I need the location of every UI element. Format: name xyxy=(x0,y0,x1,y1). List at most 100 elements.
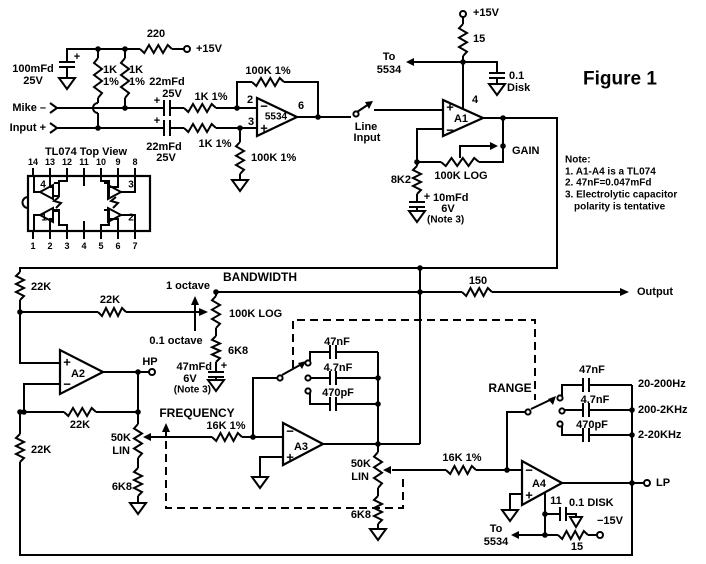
opamp-minus-sign: − xyxy=(286,424,294,439)
resistor-1k-b xyxy=(119,57,131,99)
tl074-pin11: 11 xyxy=(79,157,89,167)
figure-title: Figure 1 xyxy=(583,69,657,90)
resistor-1k-a xyxy=(92,57,104,99)
label-plus15v: +15V xyxy=(196,43,223,55)
cap-plus-sign: + xyxy=(424,191,430,203)
to-5534-arrow-top xyxy=(406,58,414,66)
label-c47m-v: 6V xyxy=(183,373,197,385)
label-c22a: 22mFd xyxy=(149,76,184,88)
label-tl074-title: TL074 Top View xyxy=(45,146,128,158)
label-output: Output xyxy=(637,286,673,298)
plus15v-terminal-a1 xyxy=(459,10,467,18)
tl074-pin9: 9 xyxy=(115,157,120,167)
label-c100v: 25V xyxy=(23,75,43,87)
cap-plus-sign: + xyxy=(74,51,80,63)
label-line-input-plus: Input + xyxy=(10,122,46,134)
label-minus15v: −15V xyxy=(597,515,624,527)
label-r100k-gnd: 100K 1% xyxy=(251,152,296,164)
label-r6k8-a: 6K8 xyxy=(228,345,248,357)
line-input-jack xyxy=(352,110,360,118)
capacitors xyxy=(59,61,590,521)
resistor-6k8-b xyxy=(131,467,145,497)
ground-icon xyxy=(500,509,520,523)
label-bw-pot: 100K LOG xyxy=(229,308,282,320)
tl074-pin12: 12 xyxy=(62,157,72,167)
cap-470pf-range xyxy=(582,428,590,442)
label-pin11: 11 xyxy=(550,495,562,507)
opamp-a1 xyxy=(441,98,486,138)
tl074-pin7: 7 xyxy=(132,241,137,251)
cap-47nf-range xyxy=(582,378,590,392)
label-band-200-2k: 200-2KHz xyxy=(638,404,688,416)
opamp-a4 xyxy=(520,459,565,507)
label-r1kc: 1K 1% xyxy=(194,91,227,103)
tl074-amp1: 1 xyxy=(41,213,47,224)
bw-contact-470pf xyxy=(304,387,312,395)
pot-100k-log-gain xyxy=(440,156,480,168)
cap-0.1-disk-b xyxy=(559,507,567,521)
label-r8k2: 8K2 xyxy=(391,174,411,186)
label-a4: A4 xyxy=(532,478,547,490)
label-frequency: FREQUENCY xyxy=(159,406,234,420)
label-c22b: 22mFd xyxy=(146,141,181,153)
label-band-2-20k: 2-20KHz xyxy=(638,429,682,441)
label-bandwidth: BANDWIDTH xyxy=(223,270,297,284)
ground-icon xyxy=(250,476,270,490)
label-pin6: 6 xyxy=(298,100,304,112)
label-c47nf: 47nF xyxy=(324,336,350,348)
bw-contact-4.7nf xyxy=(304,374,312,382)
wiper-arrow-bandwidth xyxy=(199,308,208,316)
tl074-pin3: 3 xyxy=(64,241,69,251)
cap-470pf-bw xyxy=(329,397,337,411)
label-pot50b-2: LIN xyxy=(351,471,369,483)
ground-symbols xyxy=(57,77,584,542)
resistor-22k-b xyxy=(97,305,127,319)
label-r15b: 15 xyxy=(571,541,583,553)
ground-icon xyxy=(368,528,388,542)
label-to-b: To xyxy=(490,523,503,535)
label-c4.7nf: 4.7nF xyxy=(324,362,353,374)
label-pot50b-1: 50K xyxy=(351,458,371,470)
label-pot50a-2: LIN xyxy=(112,445,130,457)
tl074-pin14: 14 xyxy=(28,157,38,167)
ground-icon xyxy=(206,379,226,393)
resistor-16k-a xyxy=(211,430,243,444)
resistor-8k2 xyxy=(410,165,424,195)
label-r100k-fb: 100K 1% xyxy=(245,65,290,77)
note-1: 1. A1-A4 is a TL074 xyxy=(565,167,656,178)
label-r220: 220 xyxy=(147,28,165,40)
label-pin2: 2 xyxy=(247,94,253,106)
resistor-100k-feedback xyxy=(251,76,285,88)
cap-10mfd xyxy=(409,201,425,208)
label-to-5534-b: 5534 xyxy=(484,536,509,548)
resistors xyxy=(13,23,589,542)
ground-icon xyxy=(487,83,507,97)
label-pot50a-1: 50K xyxy=(111,432,131,444)
line-input-jack-arrow xyxy=(365,101,373,109)
tl074-amp2: 2 xyxy=(128,213,134,224)
label-c22b-v: 25V xyxy=(156,152,176,164)
tl074-pin13: 13 xyxy=(45,157,55,167)
opamp-5534 xyxy=(255,96,300,138)
label-to: To xyxy=(383,51,396,63)
tl074-pin10: 10 xyxy=(96,157,106,167)
cap-22mfd-b xyxy=(163,120,171,136)
label-01-octave: 0.1 octave xyxy=(149,335,202,347)
minus15v-terminal xyxy=(596,531,604,539)
label-r22k-a: 22K xyxy=(31,281,51,293)
opamp-plus-sign: + xyxy=(525,488,533,503)
tl074-pin1: 1 xyxy=(30,241,35,251)
opamp-plus-sign: + xyxy=(260,121,268,136)
range-contact-4.7nf xyxy=(558,407,566,415)
label-5534: 5534 xyxy=(265,112,288,123)
tl074-pin4: 4 xyxy=(81,241,86,251)
range-contact-470pf xyxy=(556,420,564,428)
cap-plus-sign: + xyxy=(221,360,227,372)
resistor-6k8-a xyxy=(209,335,223,363)
label-r1ka: 1K xyxy=(103,64,117,76)
switch-gang-dashed xyxy=(292,319,536,400)
label-rc470pf: 470pF xyxy=(576,419,608,431)
resistor-6k8-c xyxy=(371,495,385,525)
